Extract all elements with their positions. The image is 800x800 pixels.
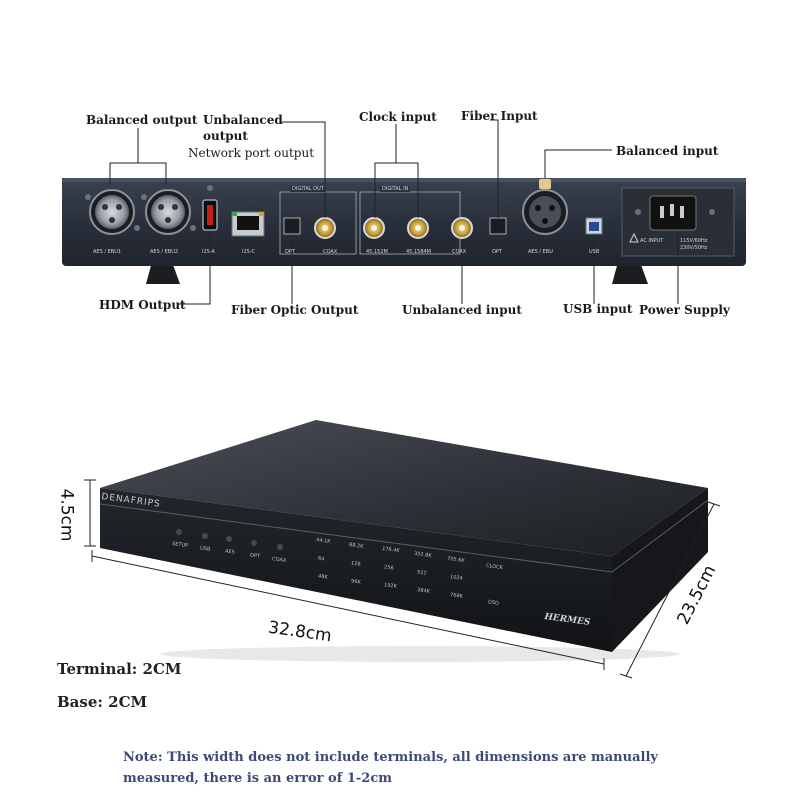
optical-input bbox=[489, 217, 507, 235]
note-line-1: Note: This width does not include termin… bbox=[123, 750, 658, 765]
callout-power-supply: Power Supply bbox=[639, 303, 730, 317]
front-label-usb: USB bbox=[199, 545, 211, 553]
rear-label-45152m: 45.152M bbox=[366, 249, 388, 255]
front-face bbox=[100, 488, 612, 652]
rear-label-voltage-1: 115V/60Hz bbox=[680, 238, 708, 244]
front-unit bbox=[99, 420, 709, 662]
front-rate-256: 256 bbox=[383, 564, 394, 572]
front-rate-96k: 96K bbox=[350, 578, 362, 586]
side-face bbox=[612, 488, 708, 652]
rear-label-i2s-a: I2S-A bbox=[202, 249, 215, 255]
front-label-opt: OPT bbox=[249, 552, 261, 560]
rear-foot-right bbox=[612, 262, 648, 284]
dimension-height: 4.5cm bbox=[56, 488, 77, 542]
xlr-input bbox=[522, 179, 568, 235]
front-rate-48k: 48K bbox=[317, 573, 329, 581]
callout-unbalanced-output-line1: Unbalanced bbox=[203, 113, 283, 127]
rear-label-aes-ebu2: AES / EBU2 bbox=[150, 249, 179, 255]
rear-label-digital-out: DIGITAL OUT bbox=[290, 186, 326, 192]
callout-fiber-input: Fiber Input bbox=[461, 109, 538, 123]
front-label-aes: AES bbox=[224, 548, 236, 556]
rear-label-451584m: 45.1584M bbox=[406, 249, 431, 255]
front-rate-dsd: DSD bbox=[487, 599, 500, 607]
rear-label-aes-ebu-in: AES / EBU bbox=[528, 249, 553, 255]
callout-hdm-output: HDM Output bbox=[99, 298, 186, 312]
callout-unbalanced-input: Unbalanced input bbox=[402, 303, 522, 317]
spec-base: Base: 2CM bbox=[57, 693, 148, 711]
callout-unbalanced-output-line2: output bbox=[203, 129, 248, 143]
xlr-output-1 bbox=[85, 189, 140, 235]
rear-label-opt-in: OPT bbox=[492, 249, 503, 255]
rear-label-coax-in: COAX bbox=[452, 249, 467, 255]
rear-label-digital-in: DIGITAL IN bbox=[380, 186, 411, 192]
callout-usb-input: USB input bbox=[563, 302, 633, 316]
rear-label-i2s-c: I2S-C bbox=[242, 249, 256, 255]
callout-clock-input: Clock input bbox=[359, 110, 437, 124]
callout-network-port-output: Network port output bbox=[188, 146, 315, 160]
rear-label-usb: USB bbox=[589, 249, 600, 255]
front-rate-512: 512 bbox=[416, 569, 427, 577]
rear-label-ac-input: AC INPUT bbox=[640, 238, 664, 244]
top-plate bbox=[100, 420, 708, 556]
callout-balanced-input: Balanced input bbox=[616, 144, 719, 158]
rear-label-voltage-2: 230V/50Hz bbox=[680, 245, 708, 251]
rear-label-opt-out: OPT bbox=[285, 249, 296, 255]
xlr-output-2 bbox=[141, 189, 196, 235]
spec-terminal: Terminal: 2CM bbox=[57, 660, 182, 678]
front-rate-128: 128 bbox=[350, 560, 361, 568]
rear-chassis bbox=[62, 178, 746, 266]
dimension-lines bbox=[84, 479, 721, 679]
rear-label-coax-out: COAX bbox=[323, 249, 338, 255]
front-rate-64: 64 bbox=[317, 555, 325, 563]
rear-foot-left bbox=[146, 262, 180, 284]
rear-label-aes-ebu1: AES / EBU1 bbox=[93, 249, 122, 255]
callout-fiber-optic-output: Fiber Optic Output bbox=[231, 303, 359, 317]
optical-output bbox=[283, 217, 301, 235]
note-line-2: measured, there is an error of 1-2cm bbox=[123, 771, 393, 786]
callout-balanced-output: Balanced output bbox=[86, 113, 198, 127]
rear-panel bbox=[62, 178, 746, 284]
